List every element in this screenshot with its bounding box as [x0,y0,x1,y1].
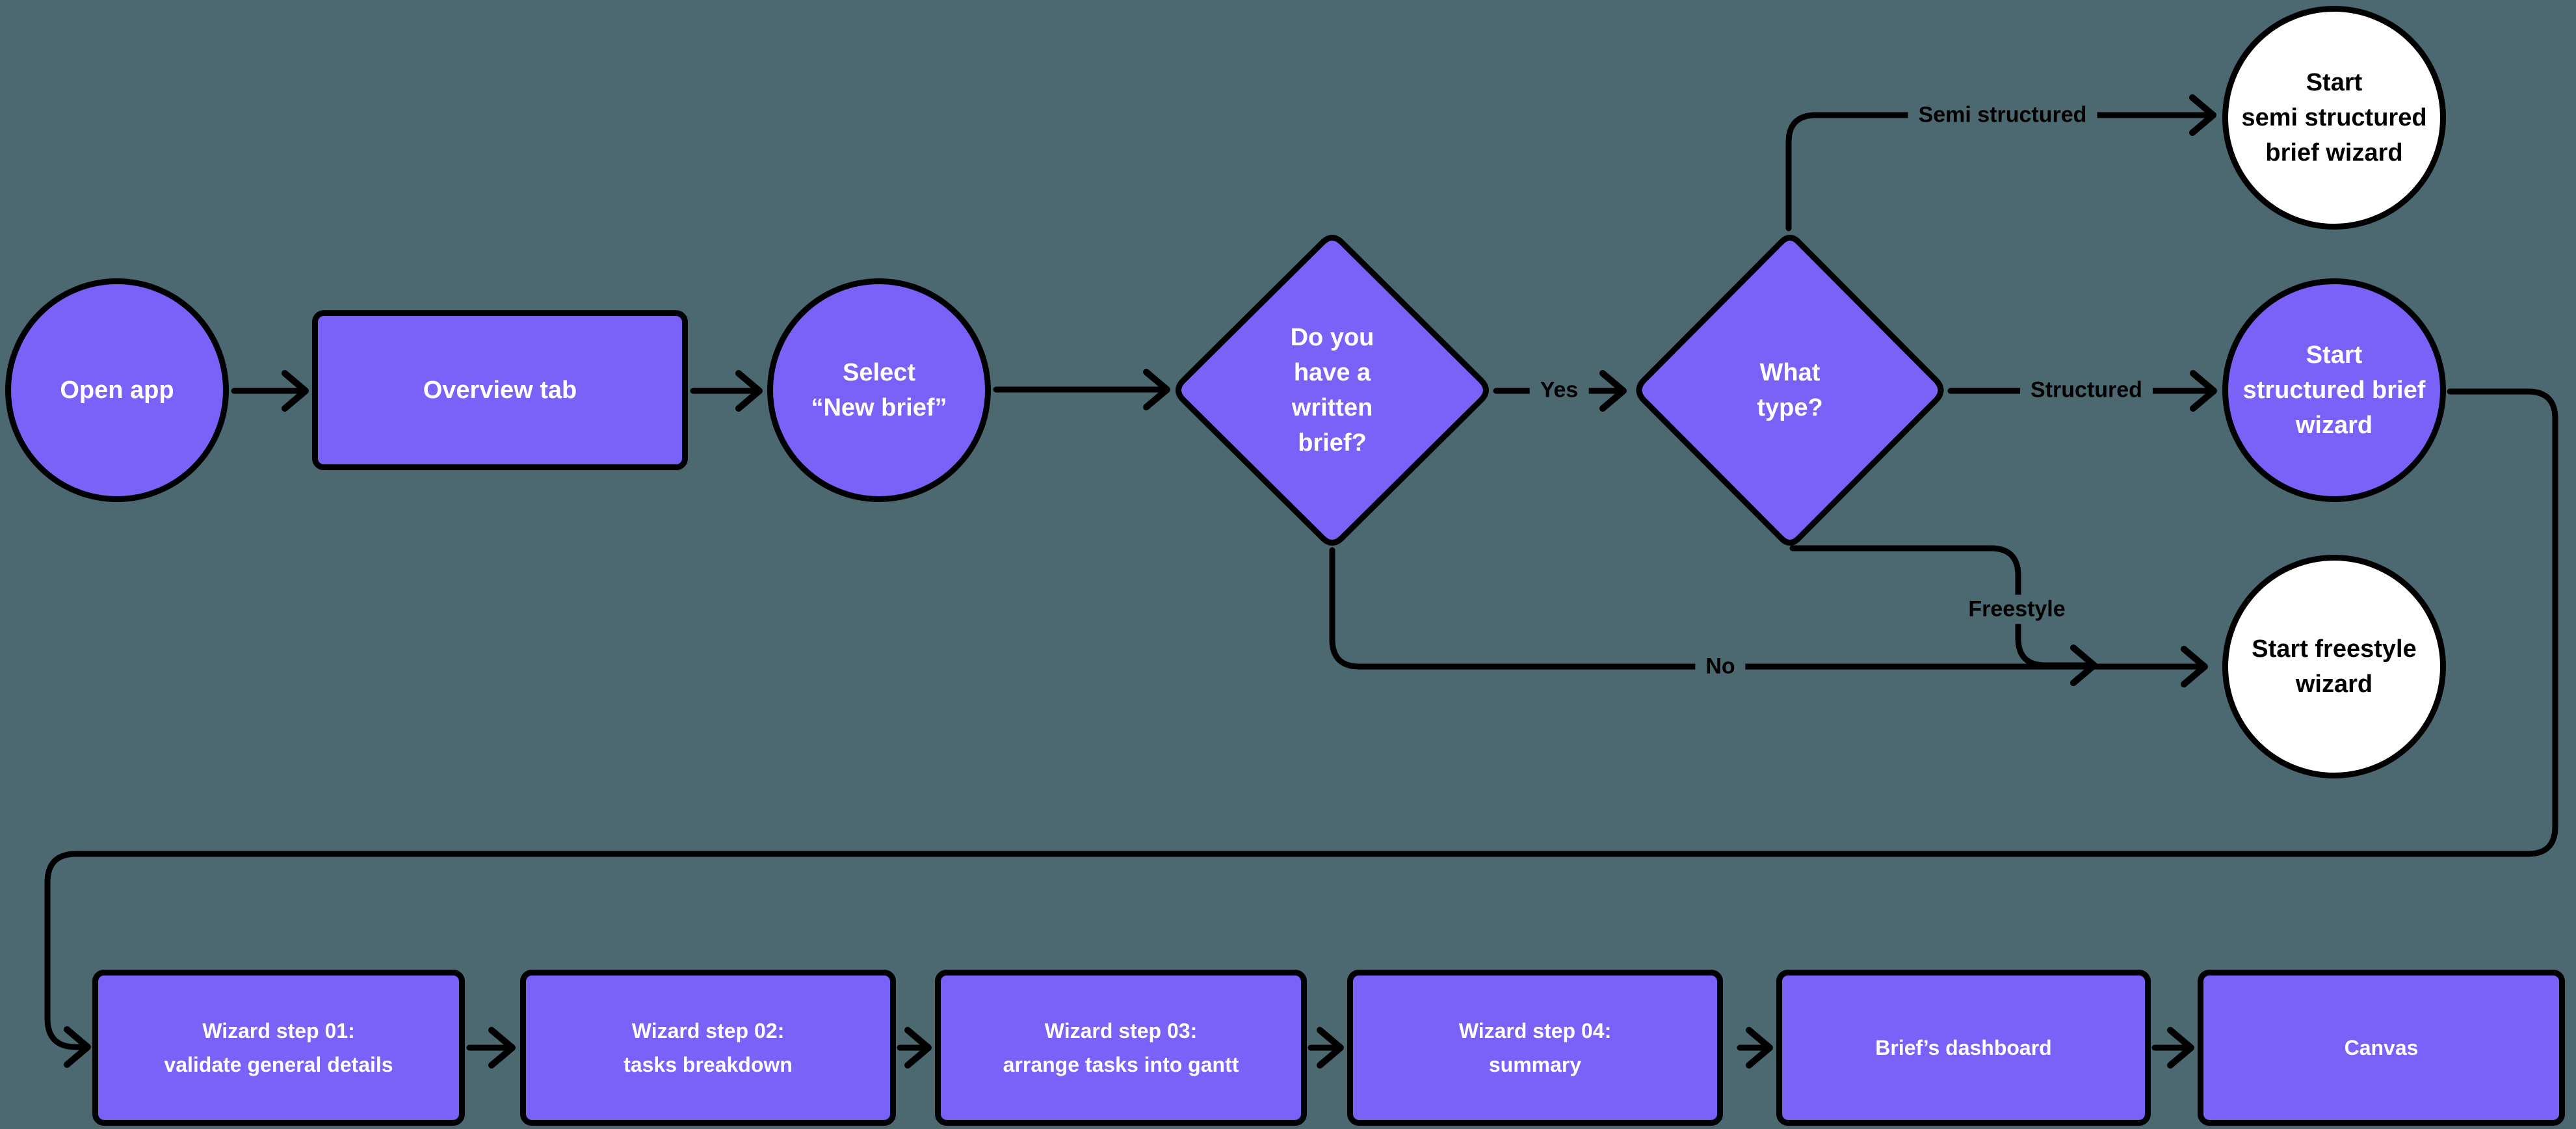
node-label: brief wizard [2265,139,2403,166]
node-label: Select [843,359,915,386]
arrowhead-icon [1143,369,1170,410]
node-label: tasks breakdown [624,1053,793,1076]
edge-label-structured: Structured [2020,375,2153,405]
arrowhead-icon [1317,1027,1344,1069]
node-label: Do you [1290,324,1374,351]
edge-label-yes: Yes [1529,375,1589,405]
node-label: validate general details [164,1053,393,1076]
node-wizard-step-04: Wizard step 04: summary [1347,970,1723,1126]
edge-label-freestyle: Freestyle [1958,594,2076,624]
node-label: “New brief” [811,394,947,421]
node-label: brief? [1298,429,1367,457]
arrowhead-icon [2190,370,2217,412]
arrowhead-icon [282,370,309,412]
node-label: Brief’s dashboard [1875,1036,2052,1059]
arrowhead-icon [1746,1027,1773,1069]
node-written-brief-question [1176,235,1489,546]
arrowhead-icon [904,1027,932,1069]
node-open-app: Open app [5,278,229,502]
arrowhead-icon [735,370,763,412]
node-label: written [1291,394,1373,421]
edge-semi-structured [1785,112,2215,232]
node-label: semi structured [2241,104,2427,131]
node-label: wizard [2295,671,2373,698]
node-label: Canvas [2344,1036,2419,1059]
node-label: structured brief [2242,377,2426,404]
edge-structured-to-wizard-step-01 [44,388,2558,1050]
arrowhead-icon [64,1026,91,1068]
node-canvas: Canvas [2198,970,2565,1126]
node-label: Wizard step 04: [1458,1019,1612,1043]
node-label: Start freestyle [2252,635,2417,663]
node-what-type-question [1636,235,1944,546]
node-label: What [1759,359,1820,386]
node-wizard-step-03: Wizard step 03: arrange tasks into gantt [935,970,1307,1126]
node-label: arrange tasks into gantt [1003,1053,1239,1076]
node-select-new-brief: Select “New brief” [767,278,991,502]
node-start-freestyle-wizard: Start freestyle wizard [2222,555,2446,778]
node-label: Open app [60,377,174,404]
node-overview-tab: Overview tab [312,310,688,470]
arrowhead-icon [2070,644,2097,686]
node-label: type? [1757,394,1823,421]
node-label: Start [2306,69,2363,96]
node-wizard-step-01: Wizard step 01: validate general details [92,970,465,1126]
edge-label-semi-structured: Semi structured [1908,100,2097,130]
edge-no [1329,547,2207,670]
arrowhead-icon [2167,1027,2194,1069]
edge-label-no: No [1695,652,1746,682]
node-label: wizard [2295,412,2373,439]
node-label: Overview tab [423,377,577,404]
node-wizard-step-02: Wizard step 02: tasks breakdown [520,970,896,1126]
node-label: Wizard step 01: [202,1019,355,1043]
node-label: summary [1488,1053,1582,1076]
node-label: Wizard step 02: [631,1019,785,1043]
node-what-type-question-label: What type? [1757,355,1822,425]
node-briefs-dashboard: Brief’s dashboard [1776,970,2151,1126]
node-label: Start [2306,341,2363,369]
node-start-semi-structured-wizard: Start semi structured brief wizard [2222,6,2446,230]
node-written-brief-question-label: Do you have a written brief? [1291,320,1374,460]
node-start-structured-wizard: Start structured brief wizard [2222,278,2446,502]
arrowhead-icon [1599,370,1627,412]
node-label: have a [1293,359,1371,386]
arrowhead-icon [2181,646,2208,687]
arrowhead-icon [2189,94,2216,136]
arrowhead-icon [488,1027,516,1069]
node-label: Wizard step 03: [1044,1019,1198,1043]
